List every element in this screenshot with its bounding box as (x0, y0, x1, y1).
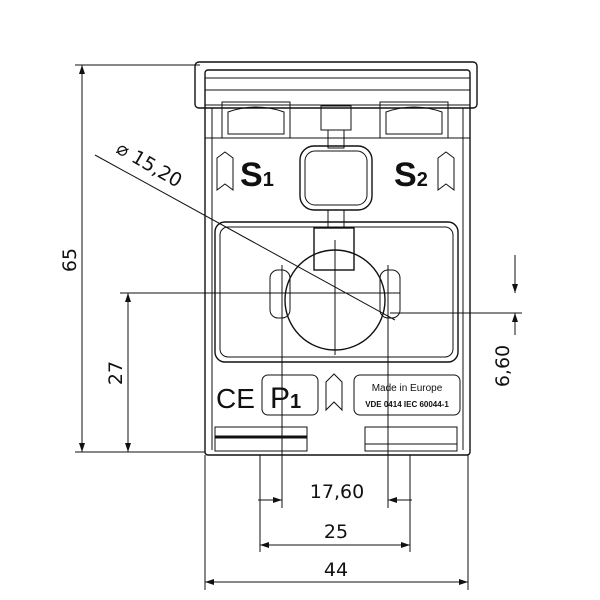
dim-mount-width: 25 (324, 521, 348, 543)
dim-hole-width: 17,60 (310, 481, 364, 503)
primary-p1-label: P1 (270, 382, 301, 415)
standard-label: VDE 0414 IEC 60044-1 (365, 400, 449, 409)
dim-height-total: 65 (59, 248, 81, 272)
terminal-s2-label: S2 (394, 156, 428, 194)
dim-height-center: 27 (105, 361, 127, 385)
dim-offset: 6,60 (492, 345, 514, 387)
dimension-lines (75, 64, 522, 590)
transformer-body (194, 61, 478, 456)
origin-label: Made in Europe (372, 383, 443, 394)
dim-width-total: 44 (324, 559, 348, 581)
terminal-s1-label: S1 (240, 156, 274, 194)
ce-mark: CE (216, 383, 255, 414)
dim-diameter: ⌀ 15,20 (113, 137, 186, 192)
